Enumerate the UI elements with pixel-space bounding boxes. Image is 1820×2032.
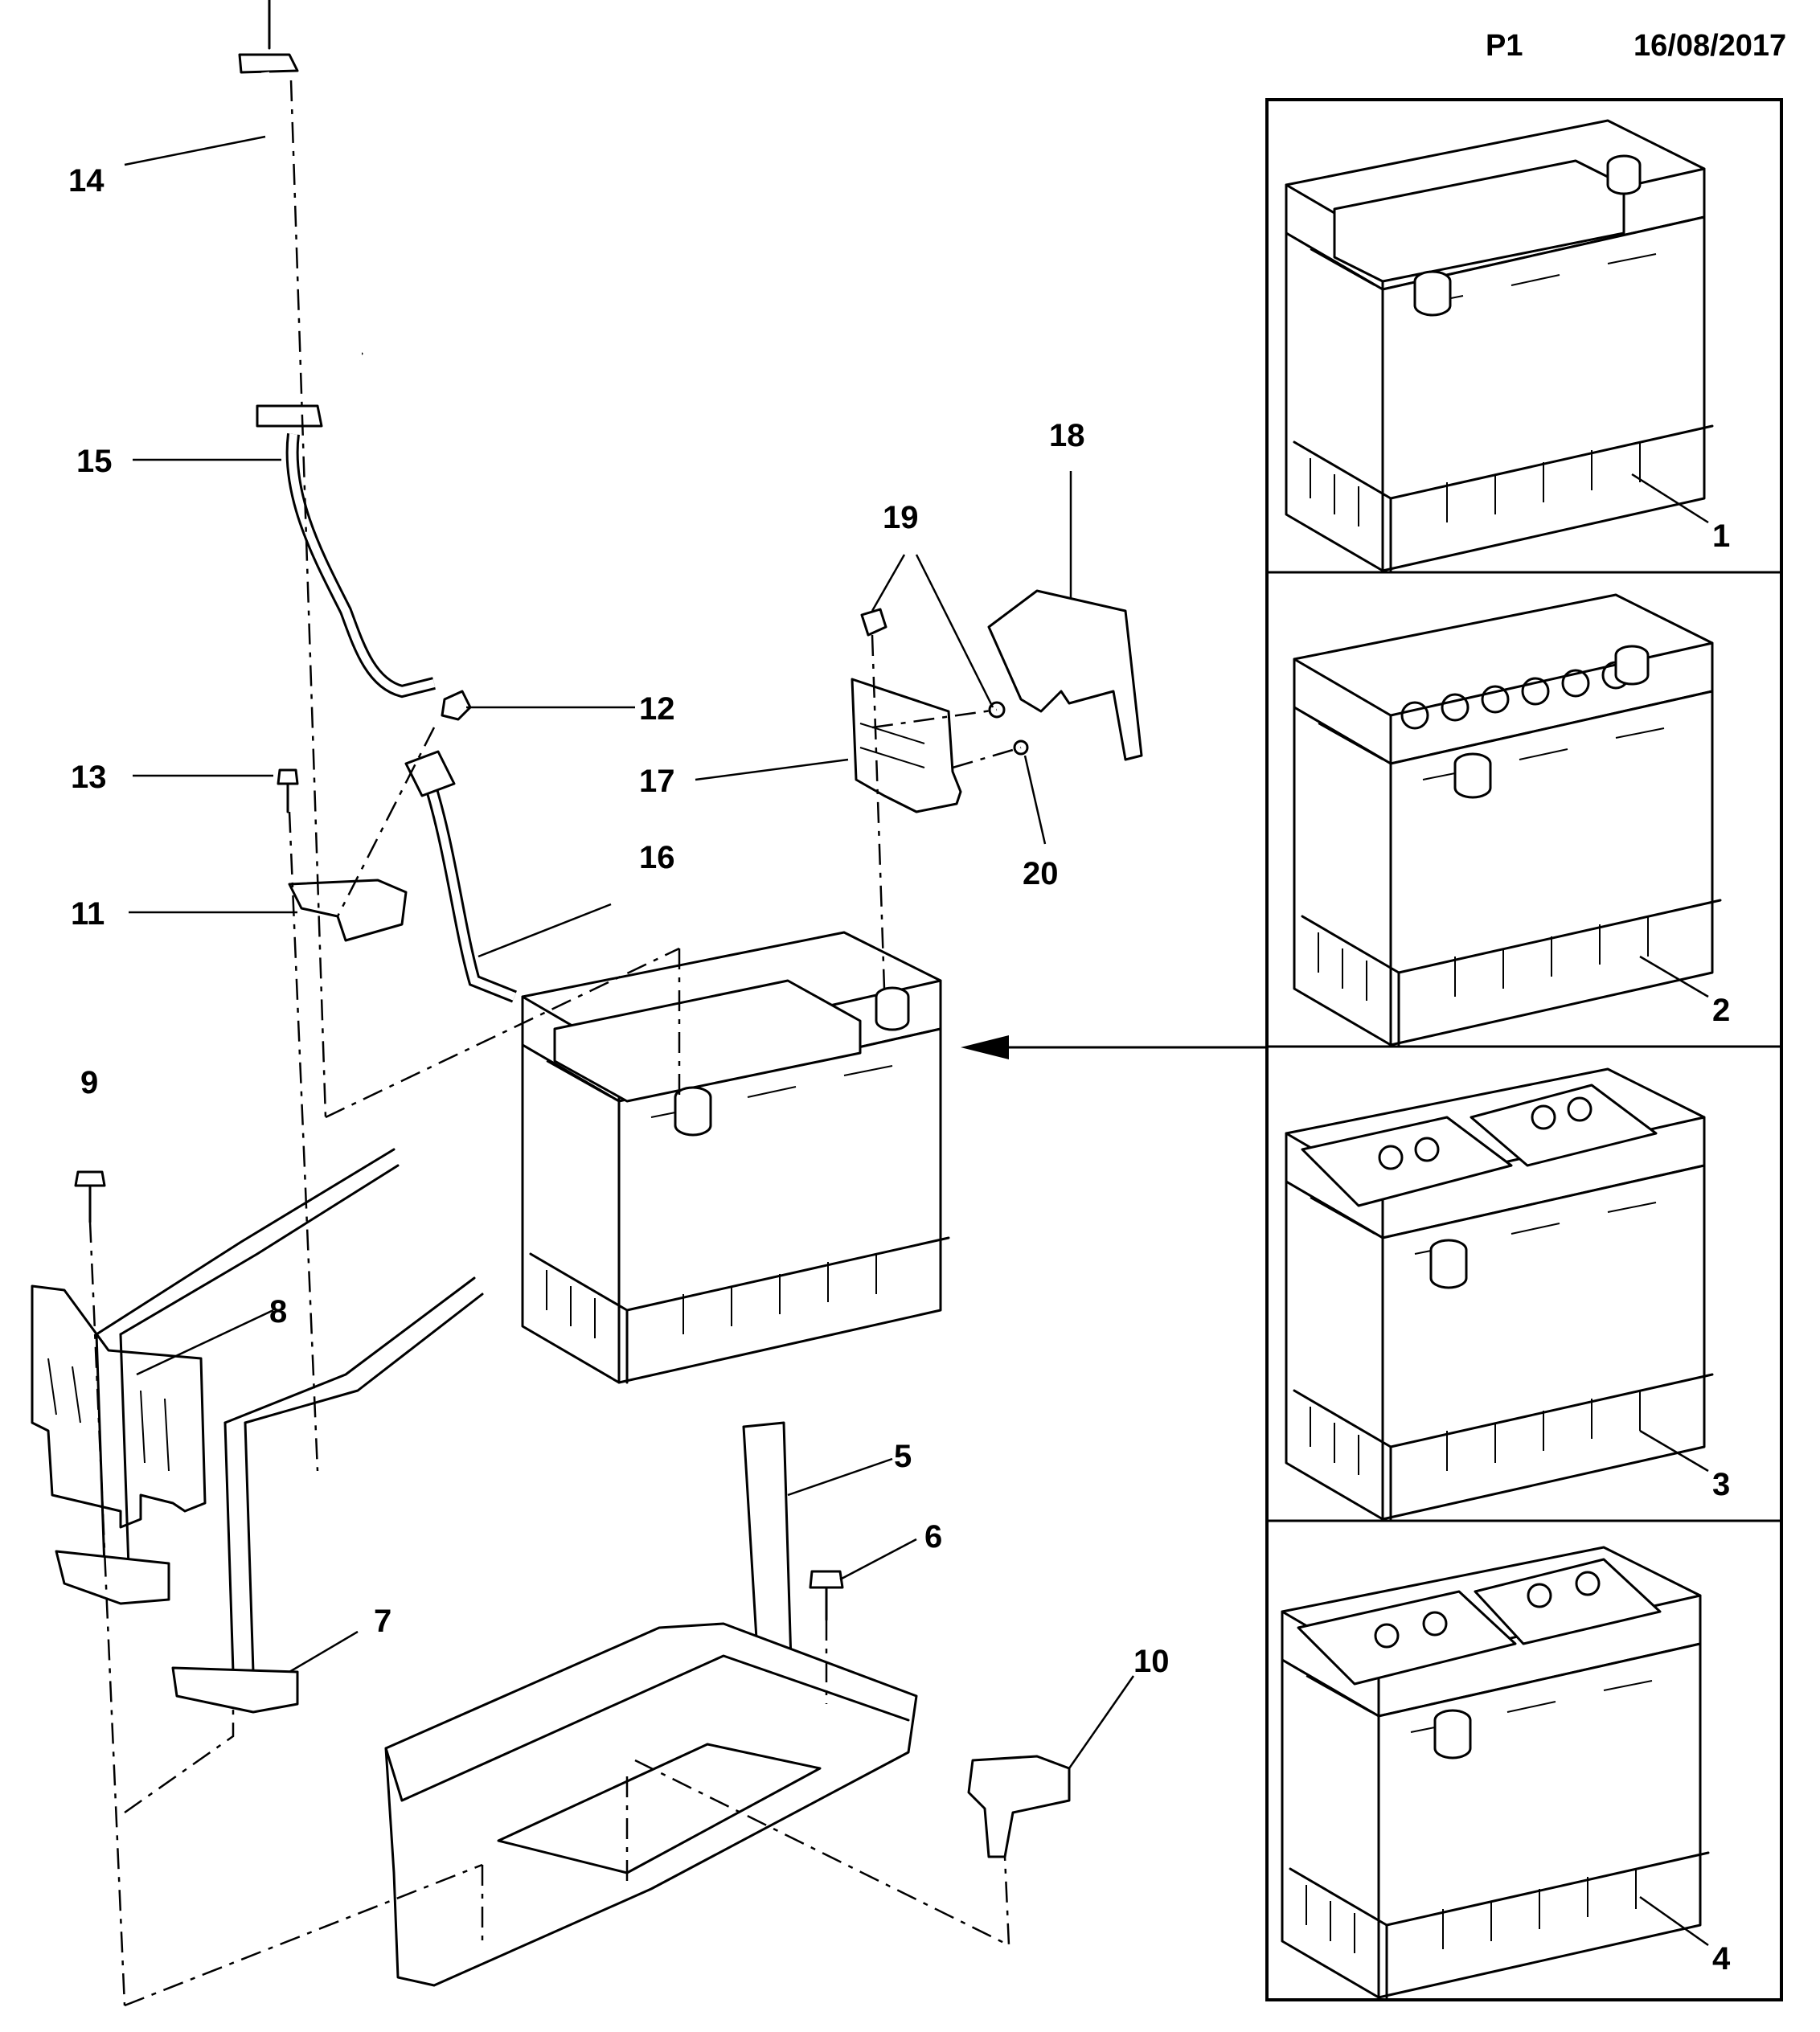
part-7-bracket — [171, 1276, 484, 1714]
battery-variant-4-icon — [1281, 1546, 1710, 1999]
callout-18: 18 — [1049, 418, 1085, 453]
callout-16: 16 — [639, 840, 675, 875]
callout-1: 1 — [1712, 518, 1730, 554]
part-10-clip — [967, 1755, 1071, 1858]
part-14-cable — [238, 0, 363, 358]
callout-11: 11 — [71, 896, 105, 932]
callout-14: 14 — [68, 163, 105, 199]
part-11-sensor — [288, 879, 408, 942]
callout-6: 6 — [924, 1519, 942, 1555]
callout-15: 15 — [76, 444, 113, 479]
callout-13: 13 — [71, 760, 107, 795]
part-battery-tray — [384, 1622, 918, 1987]
part-17-fuse-module — [851, 678, 962, 813]
page-code: P1 — [1486, 29, 1523, 63]
battery-variant-panels — [1265, 98, 1783, 2001]
part-9-bolt — [74, 1170, 106, 1223]
part-6-bolt — [809, 1570, 844, 1621]
callout-19: 19 — [883, 500, 919, 535]
battery-variant-3-icon — [1285, 1067, 1714, 1521]
callout-7: 7 — [374, 1604, 391, 1639]
callout-20: 20 — [1023, 856, 1059, 891]
callout-leader-lines — [124, 135, 1709, 1947]
callout-8: 8 — [269, 1294, 287, 1329]
battery-variant-2-icon — [1293, 593, 1722, 1047]
callout-2: 2 — [1712, 993, 1730, 1028]
battery-variant-1-icon — [1285, 119, 1714, 572]
callout-3: 3 — [1712, 1467, 1730, 1502]
battery-icon — [521, 931, 950, 1384]
callout-4: 4 — [1712, 1941, 1731, 1977]
arrow-left-icon — [961, 1035, 1269, 1059]
page-date: 16/08/2017 — [1633, 29, 1787, 63]
callout-12: 12 — [639, 691, 675, 727]
callout-9: 9 — [80, 1065, 98, 1100]
callout-labels: 1 2 3 4 5 6 7 8 9 10 11 12 13 14 15 16 1… — [68, 163, 1731, 1977]
part-16-cable — [404, 750, 517, 1003]
part-12-nut — [441, 690, 472, 721]
part-8-heat-shield — [31, 1148, 400, 1605]
callout-5: 5 — [894, 1439, 912, 1474]
part-13-bolt — [277, 768, 299, 813]
assembly-guide-lines — [88, 80, 1022, 2007]
part-15-cable — [256, 404, 436, 698]
callout-17: 17 — [639, 764, 675, 799]
part-19-nut — [860, 608, 887, 637]
callout-10: 10 — [1133, 1644, 1170, 1679]
part-18-cover — [987, 589, 1143, 761]
